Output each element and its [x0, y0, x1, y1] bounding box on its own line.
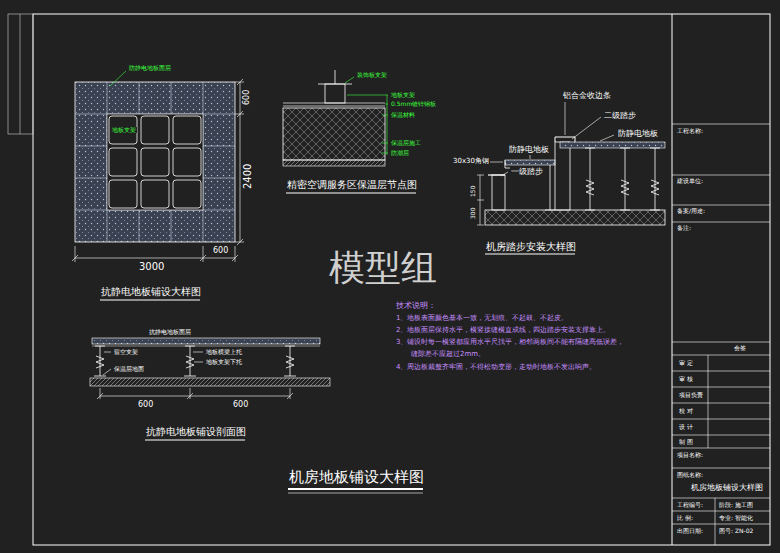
support-post: [325, 84, 345, 103]
drawing-name: 机房地板铺设大样图: [690, 484, 764, 492]
note-text: 缝隙差不应超过2mm。: [410, 351, 486, 358]
tile-joints: [75, 82, 235, 242]
insulation-block: [283, 108, 385, 160]
callout-label: 保温层地面: [113, 366, 145, 372]
callout-label: 防潮层: [390, 150, 410, 156]
second-step: [555, 142, 570, 210]
callout-label: 地板横梁上托: [205, 349, 243, 355]
table-cell: 比 例:: [676, 515, 694, 521]
dimension-text: 3000: [138, 262, 165, 272]
ground-hatch: [90, 378, 330, 386]
table-cell: 阶段: 施工图: [718, 502, 754, 508]
note-heading: 技术说明：: [395, 302, 437, 310]
table-cell: 备案/用途:: [676, 208, 706, 214]
leader-line: [345, 77, 388, 155]
drawing-caption: 抗静电地板铺设剖面图: [145, 427, 247, 437]
binding-line: [20, 14, 21, 134]
watermark: 模型组: [328, 250, 438, 286]
callout-label: 留空支架: [113, 349, 139, 355]
table-cell: 校 对: [678, 408, 694, 414]
dimension-text: 150: [470, 185, 476, 198]
support-frames: [109, 116, 201, 208]
support-grid: [107, 114, 203, 210]
title-underline: [288, 493, 423, 494]
dimension-line: [97, 388, 293, 399]
caption-underline: [100, 299, 200, 300]
first-step: [492, 175, 505, 210]
drawing-caption: 抗静电地板铺设大样图: [100, 287, 202, 297]
callout-label: 一级踏步: [510, 168, 544, 176]
callout-label: 地板支架下托: [205, 359, 243, 365]
dimension-line: [477, 175, 484, 225]
upper-panel: [560, 142, 665, 148]
table-cell: 工程编号:: [676, 502, 704, 508]
caption-underline: [286, 192, 416, 193]
leader-line: [488, 102, 614, 176]
callout-label: 装饰板支架: [356, 72, 388, 78]
callout-label: 30x30角钢: [452, 158, 490, 165]
aluminium-trim: [555, 137, 575, 142]
dimension-text: 2400: [243, 163, 253, 190]
sheet-title: 机房地板铺设大样图: [288, 470, 425, 485]
callout-label: 二级踏步: [603, 112, 637, 120]
callout-label: 0.5mm镀锌钢板: [390, 101, 437, 107]
leader-line: [103, 352, 203, 375]
table-cell: 会签: [733, 345, 747, 351]
steel-sheet: [283, 103, 385, 106]
ground-hatch: [283, 160, 385, 166]
table-cell: 图纸名称:: [676, 472, 704, 478]
note-text: 1、地板表面颜色基本一致，无划痕、不起鼓、不起皮。: [395, 315, 569, 322]
lower-panel: [505, 160, 555, 165]
angle-iron: [505, 160, 510, 168]
table-cell: 设 计: [678, 424, 694, 430]
note-text: 4、周边板裁整齐牢固，不得松动变形，走动时地板不发出响声。: [395, 364, 597, 371]
drawing-caption: 机房踏步安装大样图: [485, 242, 577, 252]
note-text: 3、铺设时每一横竖都应用水平尺找平，相邻两板间不能有隔缝高低误差，: [395, 339, 625, 346]
callout-label: 防静电地板: [617, 130, 659, 138]
table-cell: 制 图: [678, 439, 694, 445]
title-block-grid: [672, 124, 770, 545]
callout-label: 地板支架: [390, 92, 416, 98]
table-cell: 项目负责: [678, 392, 704, 398]
callout-label: 防静电地板面层: [128, 65, 172, 71]
table-cell: 备注:: [676, 225, 692, 231]
pedestals: [585, 148, 660, 210]
table-cell: 项目名称:: [676, 452, 704, 458]
callout-label: 防静电地板: [508, 146, 550, 154]
binding-strip: [8, 14, 33, 134]
concrete-slab: [485, 210, 665, 225]
dimension-text: 300: [470, 207, 476, 220]
table-cell: 审 定: [678, 360, 694, 366]
table-cell: 建设单位:: [676, 178, 704, 184]
callout-label: 保温材料: [390, 112, 416, 118]
caption-underline: [145, 439, 245, 440]
pedestal: [545, 165, 555, 210]
callout-label: 保温层施工: [390, 140, 422, 146]
table-cell: 审 核: [678, 376, 694, 382]
title-block-border: [672, 14, 673, 545]
pedestals: [94, 346, 296, 376]
title-underline: [288, 488, 423, 490]
sheet-frame: [33, 14, 770, 545]
callout-label: 铝合金收边条: [562, 92, 612, 100]
dimension-text: 600: [212, 247, 229, 255]
floor-panel: [92, 338, 320, 344]
note-text: 2、地板面层保持水平，横竖接缝横直成线，四边踏步安装支撑靠上。: [395, 327, 611, 334]
table-cell: 专业: 智能化: [718, 515, 754, 521]
table-cell: 出图日期:: [676, 528, 704, 534]
floor-tiles: [75, 82, 235, 242]
dimension-line: [72, 246, 238, 262]
callout-label: 地板支架: [111, 127, 137, 133]
table-cell: 图号: ZN-02: [718, 528, 754, 534]
callout-label: 抗静电地板面层: [148, 329, 192, 335]
caption-underline: [485, 253, 575, 254]
drawing-caption: 精密空调服务区保温层节点图: [286, 180, 418, 190]
dimension-text: 600: [232, 401, 249, 409]
leader-line: [110, 71, 126, 86]
table-cell: 工程名称:: [676, 128, 704, 134]
dimension-text: 600: [137, 401, 154, 409]
dimension-text: 600: [243, 89, 251, 106]
